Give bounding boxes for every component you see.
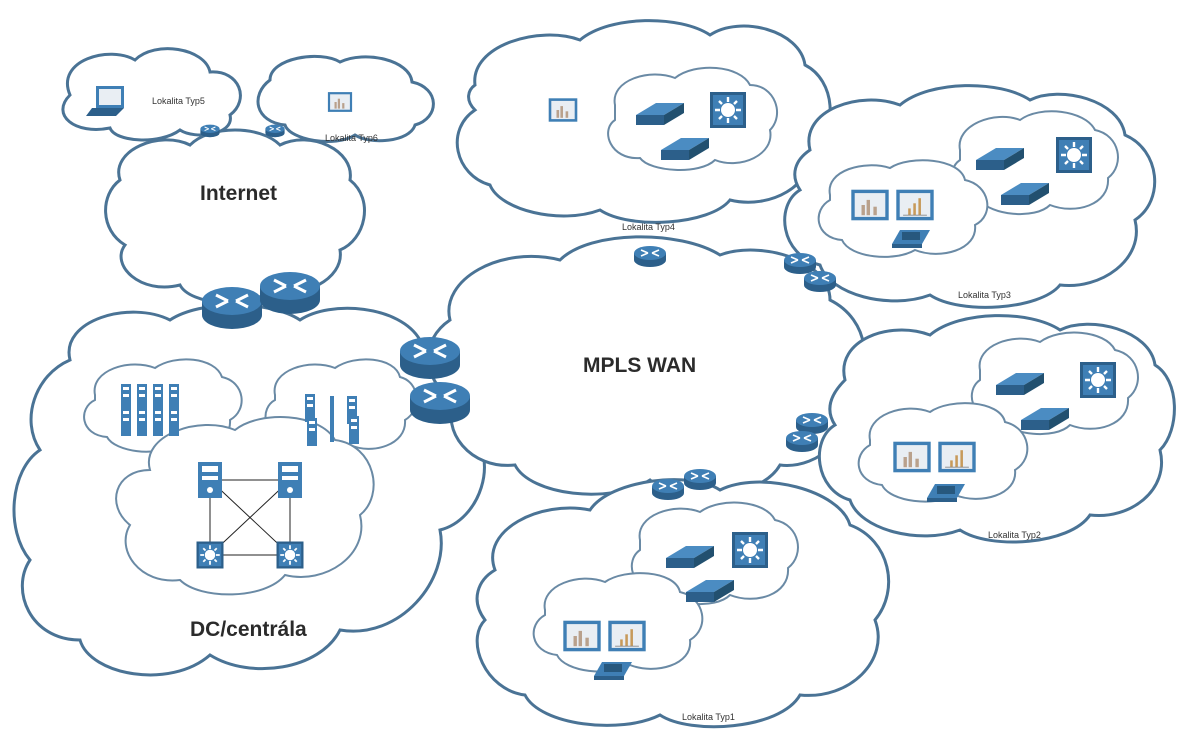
- router-icon: [199, 124, 221, 138]
- router-icon: [795, 412, 829, 435]
- layer3-switch-icon: [730, 530, 770, 570]
- storage-group: [305, 394, 359, 446]
- site-typ6-label: Lokalita Typ6: [325, 133, 378, 143]
- router-icon: [408, 380, 472, 426]
- workstation-icon: [893, 441, 931, 473]
- site-typ4-label: Lokalita Typ4: [622, 222, 675, 232]
- internet-label: Internet: [200, 182, 277, 205]
- layer3-switch-icon: [1078, 360, 1118, 400]
- router-icon: [264, 124, 286, 138]
- router-icon: [683, 468, 717, 491]
- router-icon: [803, 270, 837, 293]
- storage-icon: [349, 416, 359, 444]
- layer3-switch-icon: [708, 90, 748, 130]
- site-typ5-cloud: [61, 47, 242, 142]
- server-icon: [278, 462, 302, 498]
- storage-icon: [307, 418, 317, 446]
- server-icon: [121, 384, 131, 412]
- server-icon: [169, 408, 179, 436]
- router-icon: [783, 252, 817, 275]
- site-typ1-label: Lokalita Typ1: [682, 712, 735, 722]
- layer3-switch-icon: [195, 540, 225, 570]
- laptop-icon: [86, 86, 124, 116]
- workstation-icon: [895, 189, 935, 221]
- server-icon: [137, 384, 147, 412]
- storage-icon: [305, 394, 315, 422]
- server-icon: [198, 462, 222, 498]
- router-icon: [398, 335, 462, 381]
- layer3-switch-icon: [1054, 135, 1094, 175]
- workstation-icon: [937, 441, 977, 473]
- mpls-label: MPLS WAN: [583, 354, 696, 377]
- router-icon: [200, 285, 264, 331]
- router-icon: [258, 270, 322, 316]
- server-icon: [137, 408, 147, 436]
- layer3-switch-icon: [275, 540, 305, 570]
- site-typ5-label: Lokalita Typ5: [152, 96, 205, 106]
- server-icon: [121, 408, 131, 436]
- site-typ2-label: Lokalita Typ2: [988, 530, 1041, 540]
- server-icon: [153, 408, 163, 436]
- desktop-icon: [548, 98, 578, 122]
- server-icon: [169, 384, 179, 412]
- site-typ3-label: Lokalita Typ3: [958, 290, 1011, 300]
- dc-label: DC/centrála: [190, 618, 307, 641]
- router-icon: [785, 430, 819, 453]
- workstation-icon: [851, 189, 889, 221]
- server-icon: [153, 384, 163, 412]
- desktop-icon: [327, 92, 353, 112]
- workstation-icon: [607, 620, 647, 652]
- workstation-icon: [563, 620, 601, 652]
- dc-core-cloud: [115, 416, 375, 596]
- router-icon: [651, 478, 685, 501]
- internet-cloud: [104, 128, 366, 305]
- router-icon: [633, 245, 667, 268]
